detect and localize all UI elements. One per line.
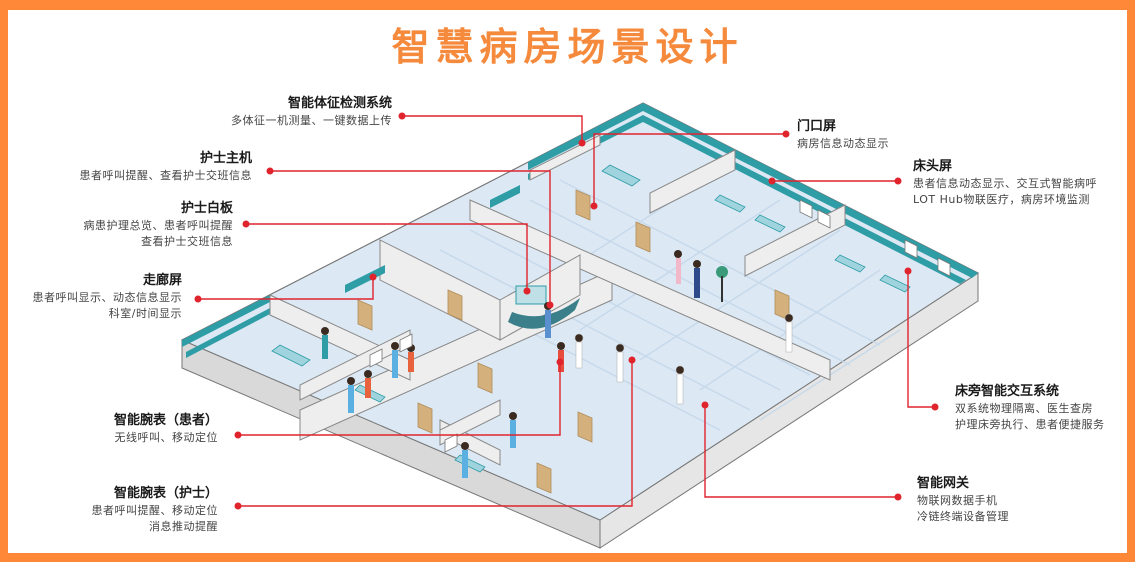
callout-title: 走廊屏 [142,273,182,288]
callout-desc: 多体征一机测量、一键数据上传 [231,114,392,127]
callout-wristband-patient: 智能腕表（患者） 无线呼叫、移动定位 [60,412,218,446]
callout-corridor-screen: 走廊屏 患者呼叫显示、动态信息显示 科室/时间显示 [10,272,183,322]
callout-dots [194,112,939,510]
callout-door-screen: 门口屏 病房信息动态显示 [797,118,927,152]
callout-title: 智能体征检测系统 [287,96,392,111]
frame-border-left [0,0,8,562]
callout-desc: 患者呼叫提醒、查看护士交班信息 [79,169,252,182]
building [180,102,979,549]
callout-title: 智能腕表（护士） [113,486,218,501]
callout-lines [198,115,935,507]
callout-smart-gateway: 智能网关 物联网数据手机 冷链终端设备管理 [917,475,1067,525]
callout-desc: 无线呼叫、移动定位 [114,431,218,444]
callout-bedside-interactive: 床旁智能交互系统 双系统物理隔离、医生查房 护理床旁执行、患者便捷服务 [955,383,1130,433]
callout-desc: 冷链终端设备管理 [917,510,1009,523]
frame-border-top [0,0,1135,10]
callout-desc: 双系统物理隔离、医生查房 [955,402,1093,415]
callout-desc: 患者呼叫显示、动态信息显示 [32,291,182,304]
callout-title: 门口屏 [797,119,837,134]
corridor-screen-device [345,265,385,293]
nurse-station [508,285,580,329]
callout-desc: LOT Hub物联医疗，病房环境监测 [913,193,1090,206]
frame-border-right [1127,0,1135,562]
callout-bedside-screen: 床头屏 患者信息动态显示、交互式智能病呼 LOT Hub物联医疗，病房环境监测 [913,158,1128,208]
callout-desc: 科室/时间显示 [108,307,182,320]
callout-nurse-whiteboard: 护士白板 病患护理总览、患者呼叫提醒 查看护士交班信息 [40,200,234,250]
callout-title: 智能网关 [917,476,970,491]
page-title: 智慧病房场景设计 [391,25,744,69]
callout-desc: 物联网数据手机 [917,494,998,507]
callout-wristband-nurse: 智能腕表（护士） 患者呼叫提醒、移动定位 消息推动提醒 [60,485,219,535]
callout-desc: 患者信息动态显示、交互式智能病呼 [913,177,1097,190]
callout-desc: 护理床旁执行、患者便捷服务 [955,418,1105,431]
callout-desc: 病房信息动态显示 [797,137,889,150]
callout-title: 护士白板 [180,201,233,216]
callout-title: 护士主机 [199,151,252,166]
callout-title: 床头屏 [913,159,953,174]
callout-desc: 病患护理总览、患者呼叫提醒 [83,219,233,232]
callout-vital-signs: 智能体征检测系统 多体征一机测量、一键数据上传 [190,95,392,129]
callout-desc: 患者呼叫提醒、移动定位 [91,504,218,517]
callout-nurse-host: 护士主机 患者呼叫提醒、查看护士交班信息 [40,150,253,184]
callout-title: 智能腕表（患者） [113,413,218,428]
frame-border-bottom [0,553,1135,562]
callout-desc: 查看护士交班信息 [141,235,233,248]
callout-desc: 消息推动提醒 [149,520,218,533]
callout-title: 床旁智能交互系统 [955,384,1060,399]
